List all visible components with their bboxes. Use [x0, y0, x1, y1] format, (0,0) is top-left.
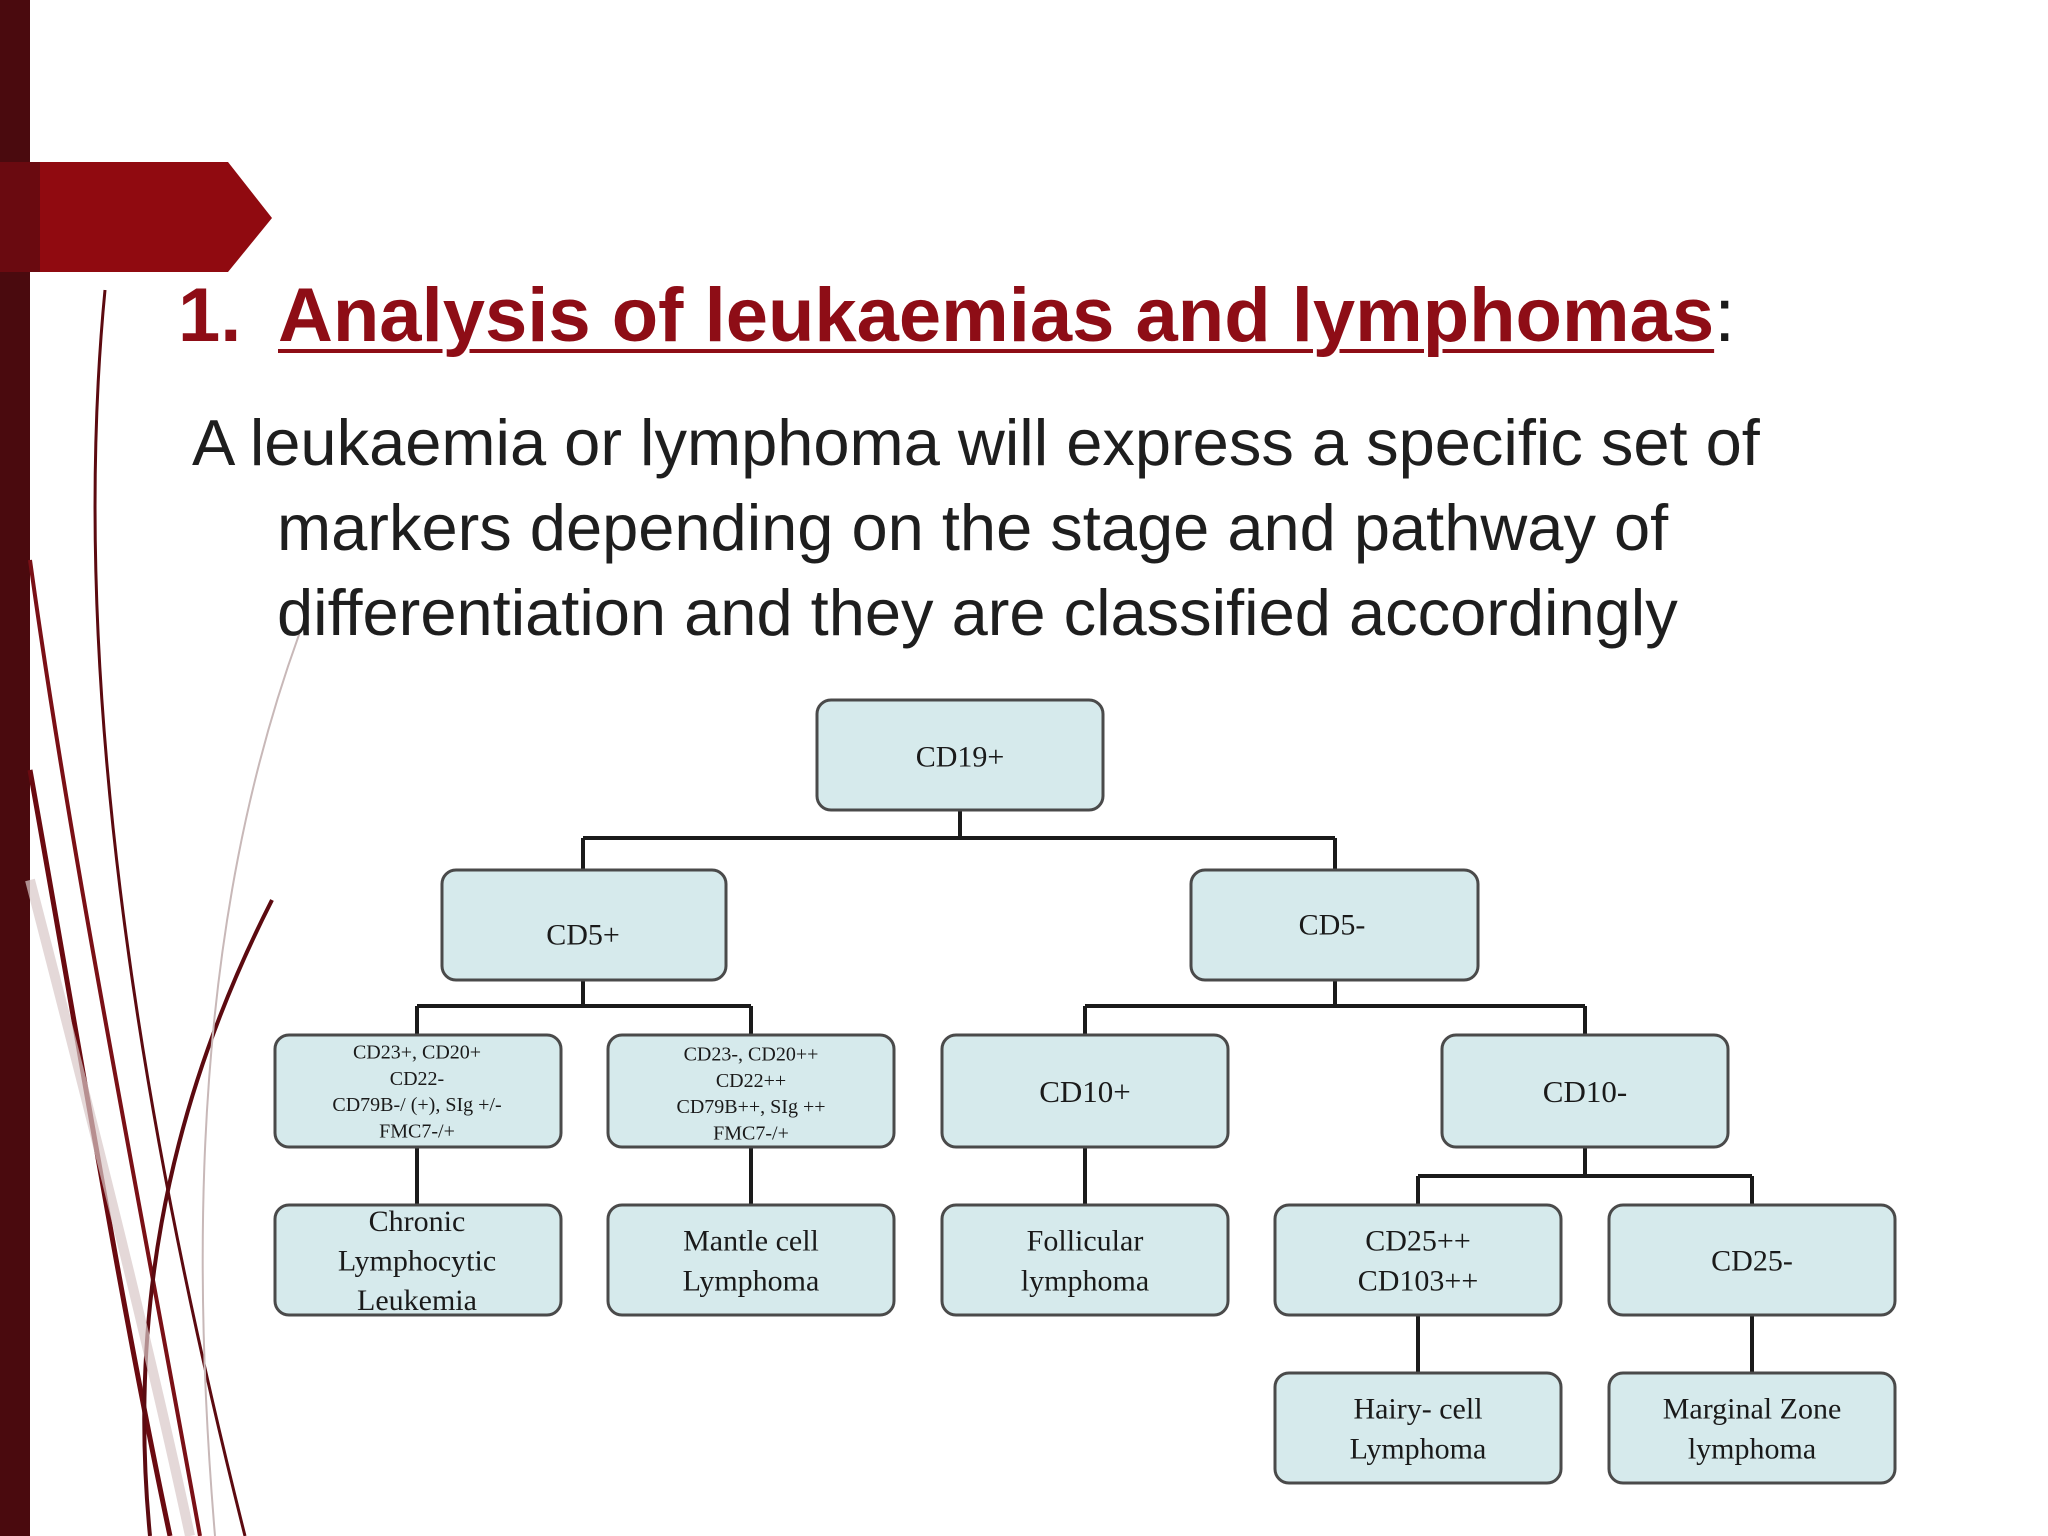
node-label-line: FMC7-/+ [379, 1121, 455, 1143]
node-label-line: CD10- [1543, 1074, 1627, 1109]
node-label-line: CD22- [390, 1068, 444, 1090]
node-label-line: FMC7-/+ [713, 1123, 789, 1145]
node-label-line: lymphoma [1688, 1432, 1816, 1465]
node-label-line: CD25++ [1365, 1225, 1471, 1258]
node-label-line: CD22++ [716, 1070, 786, 1092]
node-cd5-negative: CD5- [1189, 868, 1480, 982]
node-label-line: CD103++ [1358, 1264, 1479, 1297]
node-label-line: Lymphocytic [338, 1245, 496, 1278]
node-label-line: Mantle cell [683, 1225, 819, 1258]
node-label-line: CD19+ [916, 741, 1005, 774]
connector-cd10n [1416, 1147, 1754, 1205]
node-label-line: CD23-, CD20++ [684, 1043, 819, 1065]
node-label-line: Chronic [369, 1205, 466, 1238]
node-follicular-lymphoma: Follicular lymphoma [940, 1203, 1230, 1317]
connector-cd19 [581, 810, 1337, 870]
node-label-line: Lymphoma [683, 1264, 820, 1297]
node-label-line: lymphoma [1021, 1264, 1149, 1297]
connectors [415, 810, 1754, 1373]
node-cd5-positive: CD5+ [440, 868, 728, 982]
node-cd10-negative: CD10- [1440, 1033, 1730, 1149]
node-label-line: Follicular [1027, 1225, 1144, 1258]
title-arrow-banner [0, 162, 272, 272]
node-label-line: Hairy- cell [1353, 1393, 1482, 1426]
node-cd25-negative: CD25- [1607, 1203, 1897, 1317]
node-label-line: CD79B++, SIg ++ [676, 1096, 825, 1118]
connector-cd5n [1083, 980, 1587, 1035]
node-cd10-positive: CD10+ [940, 1033, 1230, 1149]
node-label-line: CD25- [1711, 1245, 1793, 1278]
node-label-line: Lymphoma [1350, 1432, 1487, 1465]
title-number: 1. [178, 273, 242, 358]
node-label-line: Marginal Zone [1663, 1393, 1842, 1426]
node-label-line: Leukemia [357, 1284, 477, 1317]
node-label-line: CD23+, CD20+ [353, 1041, 481, 1063]
slide-title: 1.Analysis of leukaemias and lymphomas: [178, 278, 1735, 354]
node-label-line: CD79B-/ (+), SIg +/- [332, 1094, 501, 1116]
node-mcl-markers: CD23-, CD20++ CD22++ CD79B++, SIg ++ FMC7-/… [606, 1033, 896, 1149]
node-cd25-cd103-positive: CD25++ CD103++ [1273, 1203, 1563, 1317]
node-label-line: CD10+ [1039, 1074, 1131, 1109]
node-label-line: CD5- [1299, 909, 1366, 942]
connector-cd5p [415, 980, 753, 1035]
node-marginal-zone-lymphoma: Marginal Zone lymphoma [1607, 1371, 1897, 1485]
node-cd19: CD19+ [815, 698, 1105, 812]
node-cll-markers: CD23+, CD20+ CD22- CD79B-/ (+), SIg +/- FMC… [273, 1033, 563, 1149]
title-text: Analysis of leukaemias and lymphomas [278, 273, 1715, 358]
node-label-line: CD5+ [546, 919, 620, 952]
decorative-swooshes [0, 162, 300, 1536]
title-colon: : [1714, 273, 1736, 358]
body-paragraph-text: A leukaemia or lymphoma will express a s… [192, 406, 1760, 649]
body-paragraph: A leukaemia or lymphoma will express a s… [192, 400, 1912, 655]
